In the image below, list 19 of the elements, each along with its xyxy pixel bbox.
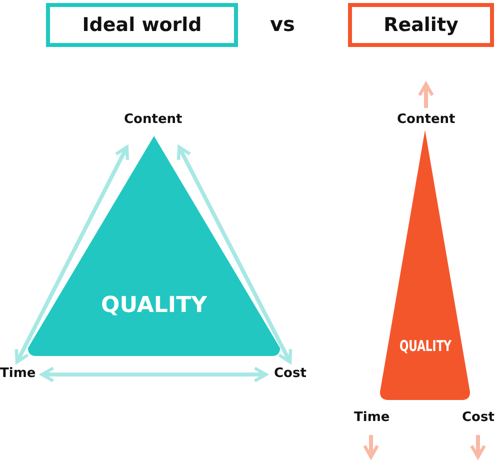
double-arrow	[14, 145, 130, 364]
arrow	[470, 435, 486, 459]
heading: Reality	[348, 3, 494, 47]
corner-label: Cost	[274, 366, 306, 383]
corner-label: Content	[397, 112, 455, 129]
triangle-shape	[28, 136, 280, 356]
corner-label: Time	[354, 410, 388, 427]
quality-label: QUALITY	[399, 337, 452, 355]
corner-label: Content	[124, 112, 182, 129]
heading: Ideal world	[46, 3, 238, 47]
triangle-shape	[380, 130, 470, 400]
double-arrow	[40, 366, 268, 382]
double-arrow	[176, 145, 292, 364]
arrow	[418, 82, 434, 108]
quality-label: QUALITY	[101, 292, 208, 318]
arrow	[363, 435, 379, 459]
corner-label: Time	[0, 366, 34, 383]
corner-label: Cost	[462, 410, 494, 427]
versus-label: vs	[270, 12, 295, 36]
